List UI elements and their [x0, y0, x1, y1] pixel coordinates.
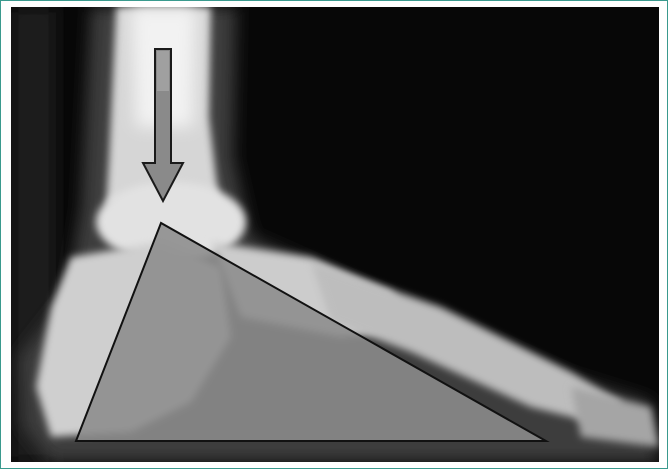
xray-scene: [11, 7, 659, 462]
xray-image: [11, 7, 659, 462]
